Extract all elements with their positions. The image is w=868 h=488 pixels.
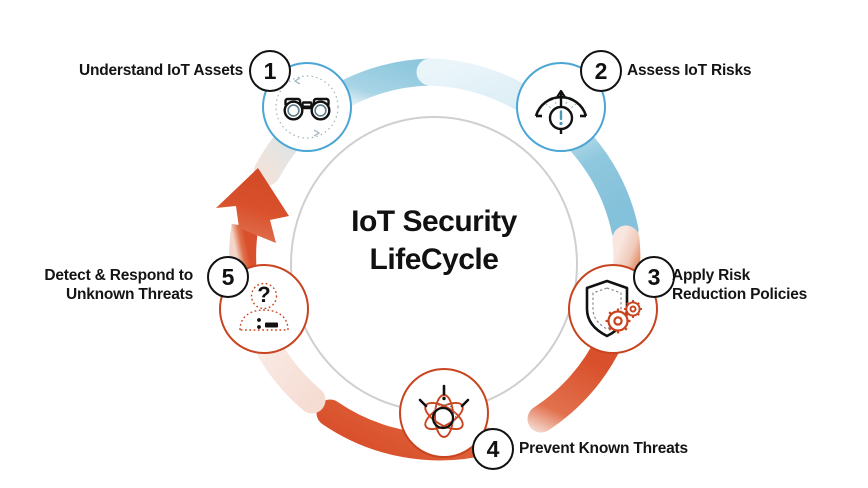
step-label-2: Assess IoT Risks bbox=[627, 62, 752, 79]
diagram-center-title: IoT Security LifeCycle bbox=[351, 205, 517, 276]
svg-text:?: ? bbox=[257, 282, 270, 307]
step-label-4: Prevent Known Threats bbox=[519, 440, 688, 457]
shield-gears-icon bbox=[585, 279, 642, 338]
step-badge-5: 5 bbox=[207, 256, 249, 298]
risk-gauge-icon bbox=[534, 89, 588, 134]
cycle-arrowhead bbox=[216, 168, 289, 243]
step-badge-4: 4 bbox=[472, 428, 514, 470]
unknown-user-icon: ? bbox=[239, 282, 289, 331]
step-label-3: Apply Risk Reduction Policies bbox=[672, 267, 808, 304]
step-badge-3: 3 bbox=[633, 256, 675, 298]
step-label-1: Understand IoT Assets bbox=[78, 62, 243, 79]
binoculars-icon bbox=[275, 75, 339, 139]
step-label-5: Detect & Respond to Unknown Threats bbox=[44, 267, 193, 304]
step-badge-2: 2 bbox=[580, 50, 622, 92]
virus-atom-icon bbox=[418, 384, 470, 438]
step-badge-1: 1 bbox=[249, 50, 291, 92]
ring-seg-topright-pale bbox=[416, 58, 544, 117]
